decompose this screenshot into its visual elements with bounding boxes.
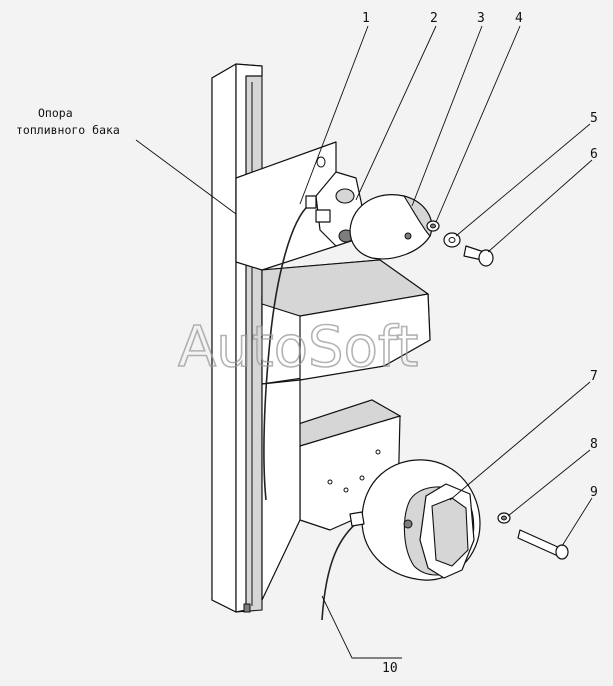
watermark: AutoSoft: [178, 315, 419, 380]
callout-7: 7: [590, 369, 598, 384]
washer-part-4: [426, 220, 440, 232]
socket-part-7: [361, 459, 481, 581]
screw-part-6: [463, 245, 494, 267]
callout-10: 10: [382, 661, 398, 676]
washer-part-8: [497, 512, 511, 524]
caption-line-2: топливного бака: [16, 123, 120, 137]
callout-2: 2: [430, 11, 438, 26]
lamp-dome-part-3: [349, 194, 433, 260]
bolt-part-9: [517, 529, 569, 560]
wiring: [263, 195, 365, 621]
callout-3: 3: [477, 11, 485, 26]
callout-8: 8: [590, 437, 598, 452]
leader-lines: [135, 25, 593, 659]
callout-5: 5: [590, 111, 598, 126]
callout-1: 1: [362, 11, 370, 26]
washer-part-5: [443, 232, 461, 248]
callout-4: 4: [515, 11, 523, 26]
caption-line-1: Опора: [38, 106, 73, 120]
callout-9: 9: [590, 485, 598, 500]
callout-6: 6: [590, 147, 598, 162]
